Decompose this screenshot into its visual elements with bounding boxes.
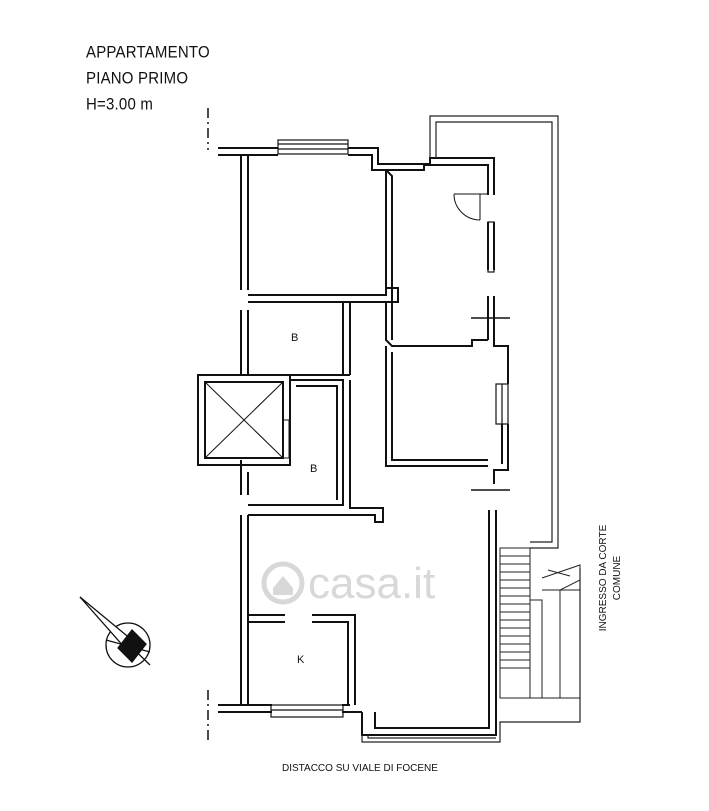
plan-title-line2: PIANO PRIMO (86, 69, 189, 88)
plan-title-line1: APPARTAMENTO (86, 43, 210, 62)
room-label-bath-1: B (291, 332, 298, 344)
elevator-shaft (197, 374, 291, 466)
watermark-text: casa.it (308, 559, 435, 608)
door-swing (453, 193, 488, 221)
balcony-outline (361, 115, 581, 743)
window-top (277, 139, 349, 155)
street-note: DISTACCO SU VIALE DI FOCENE (282, 763, 438, 774)
watermark: casa.it (261, 559, 435, 608)
outer-walls (218, 147, 509, 736)
plan-title-line3: H=3.00 m (86, 95, 154, 114)
room-label-bath-2: B (310, 463, 317, 475)
entrance-note-line1: INGRESSO DA CORTE (598, 524, 609, 631)
axis-lines (207, 108, 510, 740)
staircase (499, 547, 581, 699)
entrance-note-line2: COMUNE (612, 555, 623, 600)
room-label-kitchen: K (297, 654, 305, 666)
window-bottom (270, 704, 344, 718)
north-arrow-icon (79, 596, 151, 668)
interior-walls (248, 169, 488, 705)
windows (270, 139, 509, 718)
entrance-note: INGRESSO DA CORTE COMUNE (598, 524, 623, 631)
